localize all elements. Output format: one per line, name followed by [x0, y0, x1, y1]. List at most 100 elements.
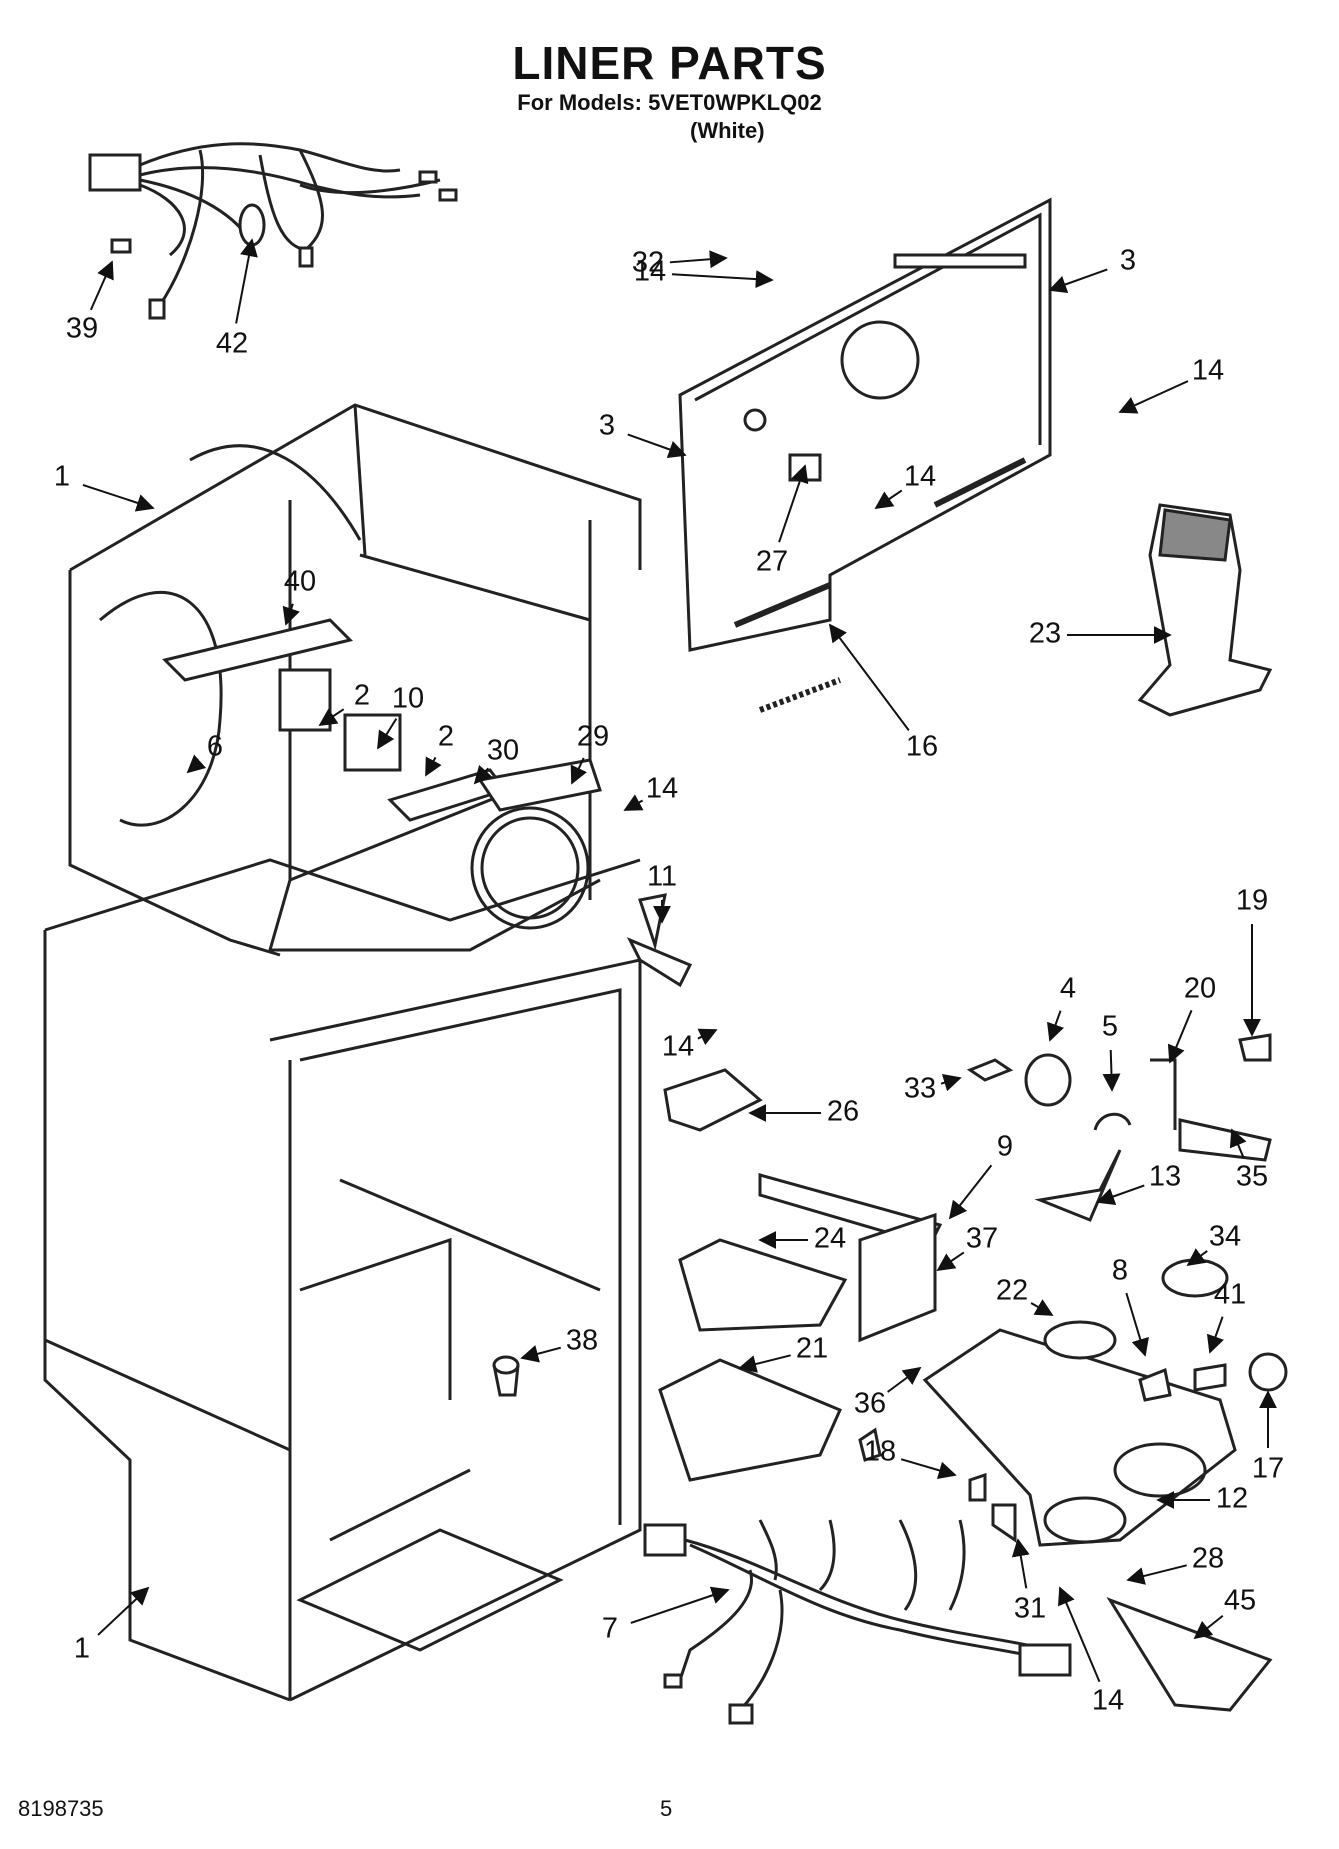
callout-arrow — [623, 794, 644, 811]
callout-label: 5 — [1102, 1011, 1118, 1043]
callout-arrow — [1229, 1128, 1247, 1159]
callout-c28: 28 — [1126, 1543, 1224, 1585]
callout-c24: 24 — [758, 1223, 846, 1255]
callout-label: 8 — [1112, 1255, 1128, 1287]
callout-label: 27 — [756, 546, 788, 578]
callout-c8: 8 — [1112, 1255, 1149, 1357]
callout-label: 32 — [632, 247, 664, 279]
callout-label: 2 — [354, 680, 370, 712]
callout-label: 45 — [1224, 1585, 1256, 1617]
callout-arrow — [1011, 1538, 1030, 1589]
callout-label: 24 — [814, 1223, 846, 1255]
callout-c23: 23 — [1029, 618, 1172, 650]
color-variant: (White) — [690, 118, 765, 143]
wire-harness-top — [88, 142, 458, 320]
callout-c40: 40 — [282, 566, 316, 626]
callout-label: 23 — [1029, 618, 1061, 650]
callout-arrow — [738, 1354, 791, 1373]
callout-c19: 19 — [1236, 885, 1268, 1037]
page-number: 5 — [660, 1796, 673, 1821]
callout-label: 42 — [216, 328, 248, 360]
callout-c14a: 14 — [634, 256, 774, 289]
callout-label: 14 — [904, 461, 936, 493]
callout-c20: 20 — [1167, 973, 1216, 1064]
callout-label: 33 — [904, 1073, 936, 1105]
callout-arrow — [874, 489, 903, 510]
callout-c22: 22 — [996, 1275, 1054, 1316]
freezer-back-panel — [678, 197, 1052, 713]
callout-label: 31 — [1014, 1593, 1046, 1625]
callout-c3b: 3 — [599, 410, 687, 458]
callout-arrow — [1206, 1316, 1224, 1354]
callout-arrow — [887, 1366, 922, 1393]
callout-c32: 32 — [632, 247, 728, 279]
callout-c16: 16 — [828, 623, 938, 763]
callout-label: 1 — [74, 1633, 90, 1665]
callout-label: 26 — [827, 1096, 859, 1128]
callout-label: 4 — [1060, 973, 1076, 1005]
callout-c11: 11 — [647, 861, 677, 924]
callout-c12: 12 — [1156, 1483, 1248, 1515]
callout-arrow — [235, 238, 258, 324]
callout-arrow — [1030, 1299, 1054, 1316]
callout-label: 3 — [1120, 245, 1136, 277]
callout-arrow — [1096, 1184, 1145, 1206]
callout-arrow — [936, 1251, 965, 1272]
callout-c4: 4 — [1047, 973, 1076, 1042]
callout-arrow — [1118, 380, 1189, 414]
callout-label: 14 — [662, 1031, 694, 1063]
callout-arrow — [697, 1028, 718, 1046]
callout-label: 9 — [997, 1131, 1013, 1163]
callout-c35: 35 — [1229, 1128, 1268, 1193]
callout-c41: 41 — [1206, 1279, 1246, 1354]
callout-arrow — [630, 1586, 730, 1624]
page-title: LINER PARTS — [512, 37, 827, 89]
callout-label: 7 — [602, 1613, 618, 1645]
callout-label: 37 — [966, 1223, 998, 1255]
callout-c33: 33 — [904, 1073, 962, 1105]
callout-arrow — [948, 1164, 993, 1220]
callout-c1b: 1 — [74, 1586, 150, 1665]
callout-c37: 37 — [936, 1223, 998, 1272]
callout-c27: 27 — [756, 464, 809, 578]
callout-c14e: 14 — [662, 1028, 718, 1063]
callout-arrow — [671, 270, 774, 289]
callout-label: 12 — [1216, 1483, 1248, 1515]
callout-c7: 7 — [602, 1586, 730, 1645]
callout-arrow — [82, 483, 155, 512]
callout-label: 28 — [1192, 1543, 1224, 1575]
callout-arrow — [318, 708, 345, 726]
callout-label: 11 — [647, 861, 677, 893]
callout-c42: 42 — [216, 238, 258, 360]
callout-label: 35 — [1236, 1161, 1268, 1193]
callout-arrow — [669, 250, 728, 269]
callout-arrow — [1186, 1248, 1208, 1267]
fan-motor-assembly — [162, 618, 693, 988]
callout-label: 30 — [487, 735, 519, 767]
callout-c38: 38 — [520, 1325, 598, 1363]
callout-label: 6 — [207, 731, 223, 763]
callout-c45: 45 — [1193, 1585, 1256, 1640]
callout-c1a: 1 — [54, 461, 155, 512]
callout-label: 29 — [577, 721, 609, 753]
callout-label: 10 — [392, 683, 424, 715]
callout-label: 17 — [1252, 1453, 1284, 1485]
callout-arrow — [1057, 1586, 1101, 1683]
callout-label: 41 — [1214, 1279, 1246, 1311]
callout-label: 21 — [796, 1333, 828, 1365]
callout-arrow — [425, 756, 442, 777]
callout-c17: 17 — [1252, 1390, 1284, 1485]
callout-arrow — [940, 1074, 962, 1092]
document-number: 8198735 — [18, 1796, 104, 1821]
callout-arrow — [186, 754, 207, 774]
callout-c29: 29 — [570, 721, 609, 785]
callout-c5: 5 — [1102, 1011, 1121, 1092]
callout-arrow — [89, 260, 114, 311]
callout-arrow — [1193, 1614, 1224, 1640]
callout-label: 38 — [566, 1325, 598, 1357]
callout-label: 13 — [1149, 1161, 1181, 1193]
callout-label: 14 — [634, 256, 666, 288]
callout-c21: 21 — [738, 1333, 828, 1373]
